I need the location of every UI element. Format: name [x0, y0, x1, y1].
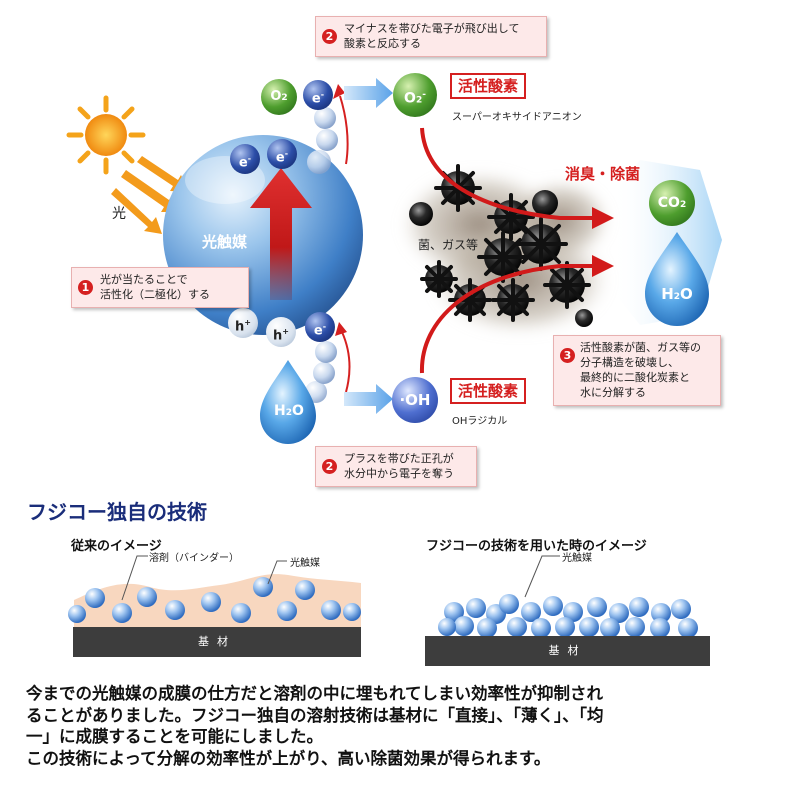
step-number: 1: [78, 280, 93, 295]
fujiko-title: フジコーの技術を用いた時のイメージ: [426, 539, 647, 554]
conventional-coating-illustration: [68, 555, 361, 628]
callout-line: 活性酸素が菌、ガス等の: [580, 341, 701, 354]
callout-line: 活性化（二極化）する: [100, 288, 210, 301]
electron-symbol: e: [313, 323, 323, 339]
co2-sub: 2: [679, 200, 687, 210]
conventional-base: 基材: [73, 627, 361, 657]
active-oxygen-arrowheads: [592, 207, 614, 277]
h2o-o: O: [292, 403, 304, 419]
electron-charge: -: [247, 154, 252, 163]
step-number: 2: [322, 459, 337, 474]
electron-symbol: e: [275, 150, 285, 166]
light-label: 光: [112, 206, 126, 222]
superoxide-text: O: [404, 90, 416, 107]
callout-line: 水分中から電子を奪う: [344, 467, 454, 480]
callout-step2-electron: 2 マイナスを帯びた電子が飛び出して 酸素と反応する: [315, 16, 547, 57]
fujiko-catalyst-label: 光触媒: [562, 553, 592, 564]
superoxide-sub: 2: [415, 95, 423, 106]
electron-symbol: e: [311, 91, 321, 107]
co2-molecule: CO2: [649, 180, 695, 226]
electron-lower: e-: [305, 312, 335, 342]
water-label: H2O: [262, 403, 316, 419]
electron-mid: e-: [267, 139, 297, 169]
active-oxygen-label-superoxide: 活性酸素: [450, 73, 527, 99]
callout-step2-hole: 2 プラスを帯びた正孔が 水分中から電子を奪う: [315, 446, 477, 487]
paragraph-line: 今までの光触媒の成膜の仕方だと溶剤の中に埋もれてしまい効率性が抑制され: [26, 684, 604, 703]
superoxide-charge: -: [422, 90, 426, 100]
conventional-title: 従来のイメージ: [71, 539, 162, 554]
oh-radical-molecule: ·OH: [392, 377, 438, 423]
callout-step1: 1 光が当たることで 活性化（二極化）する: [71, 267, 249, 308]
active-oxygen-arrows: [419, 127, 595, 374]
paragraph-line: この技術によって分解の効率性が上がり、高い除菌効果が得られます。: [26, 748, 551, 768]
conventional-catalyst-label: 光触媒: [290, 558, 320, 569]
electron-chain-lower: [305, 341, 337, 403]
h2o-o: O: [680, 285, 693, 303]
superoxide-molecule: O2-: [393, 73, 437, 117]
electron-flow-arrowheads: [333, 84, 347, 336]
o2-text: O: [270, 89, 282, 104]
water-drop-icon: [260, 360, 316, 444]
callout-line: 光が当たることで: [100, 273, 188, 286]
water-drop-icon-product: [645, 232, 709, 326]
solvent-label: 溶剤（バインダー）: [149, 553, 239, 564]
oh-radical-name: OHラジカル: [452, 416, 508, 427]
fujiko-base: 基材: [425, 636, 710, 666]
callout-step3: 3 活性酸素が菌、ガス等の 分子構造を破壊し、 最終的に二酸化炭素と 水に分解す…: [553, 335, 721, 406]
h2o-sub: 2: [285, 408, 293, 418]
hole-symbol: h: [235, 319, 245, 335]
hole-symbol: h: [273, 328, 283, 344]
bacteria-label: 菌、ガス等: [418, 238, 479, 252]
description-paragraph: 今までの光触媒の成膜の仕方だと溶剤の中に埋もれてしまい効率性が抑制され ることが…: [26, 683, 786, 769]
step-number: 2: [322, 29, 337, 44]
germ-particles: [409, 164, 593, 327]
step-number: 3: [560, 348, 575, 363]
section-title: フジコー独自の技術: [27, 500, 207, 524]
h2o-h: H: [274, 403, 286, 419]
sun-icon: [66, 95, 146, 175]
hole-right: h+: [266, 317, 296, 347]
hole-charge: +: [282, 327, 289, 336]
callout-line: 水に分解する: [580, 386, 646, 399]
callout-line: 最終的に二酸化炭素と: [580, 371, 690, 384]
arrow-to-superoxide: [344, 78, 393, 108]
arrow-to-oh-radical: [344, 384, 393, 414]
paragraph-line: ることがありました。フジコー独自の溶射技術は基材に「直接」、「薄く」、「均: [26, 705, 604, 725]
activation-arrow: [250, 168, 312, 300]
catalyst-label: 光触媒: [202, 233, 248, 251]
electron-flow-arrows: [339, 95, 351, 393]
callout-line: 分子構造を破壊し、: [580, 356, 679, 369]
callout-line: マイナスを帯びた電子が飛び出して: [344, 22, 520, 35]
h2o-sub: 2: [673, 292, 681, 302]
electron-symbol: e: [238, 155, 248, 171]
co2-text: CO: [657, 195, 680, 211]
electron-charge: -: [320, 90, 325, 99]
superoxide-name: スーパーオキサイドアニオン: [452, 112, 582, 123]
deodorize-label: 消臭・除菌: [565, 165, 641, 183]
electron-top: e-: [303, 80, 333, 110]
electron-charge: -: [322, 322, 327, 331]
electron-chain-upper: [307, 107, 338, 174]
o2-sub: 2: [281, 93, 288, 103]
hole-charge: +: [244, 318, 251, 327]
hole-left: h+: [228, 308, 258, 338]
fujiko-coating-illustration: [438, 555, 698, 638]
callout-line: プラスを帯びた正孔が: [344, 452, 454, 465]
active-oxygen-label-oh: 活性酸素: [450, 378, 527, 404]
oh-radical-text: ·OH: [399, 391, 431, 409]
water-product-label: H2O: [650, 285, 704, 303]
h2o-h: H: [661, 285, 674, 303]
oxygen-molecule: O2: [261, 79, 297, 115]
paragraph-line: 一」に成膜することを可能にしました。: [26, 727, 323, 746]
light-ray-arrows: [111, 156, 189, 234]
electron-left: e-: [230, 144, 260, 174]
electron-charge: -: [284, 149, 289, 158]
callout-line: 酸素と反応する: [344, 37, 421, 50]
